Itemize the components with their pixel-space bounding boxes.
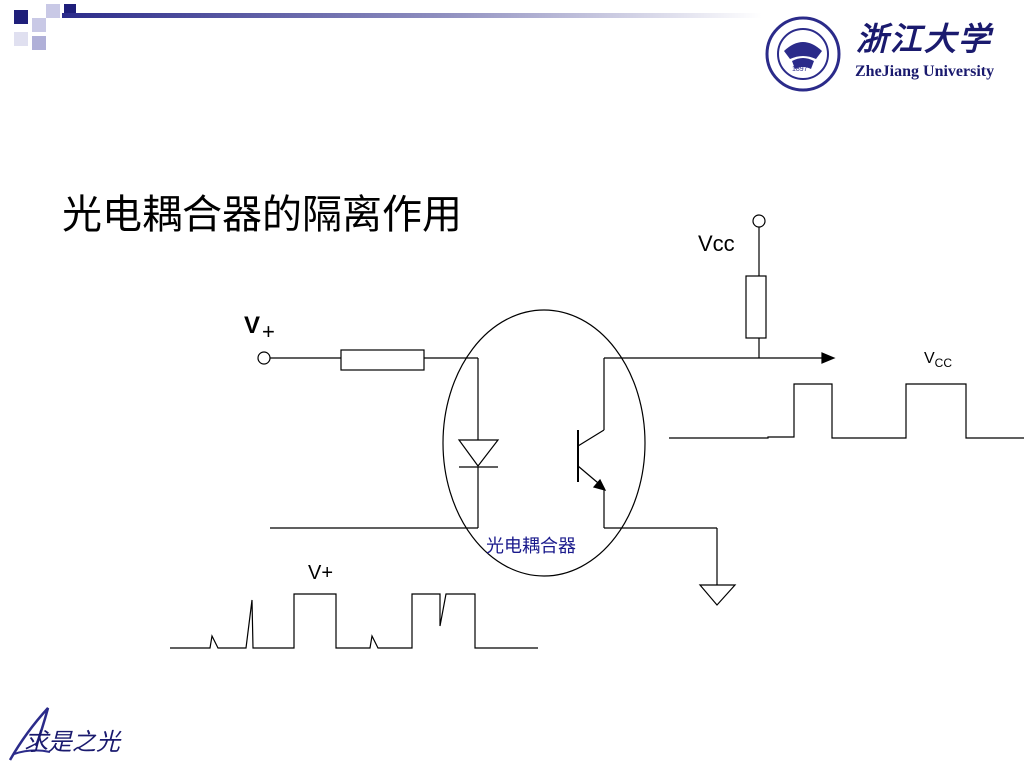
page-title: 光电耦合器的隔离作用 [62,192,462,238]
university-name-cn: 浙江大学 [856,20,993,58]
output-arrow [821,352,836,364]
vplus-label-sub: + [262,319,275,344]
optocoupler-outline [442,309,646,577]
optocoupler-label: 光电耦合器 [486,536,576,557]
output-vcc-label-main: V [924,350,935,367]
header-square-1 [14,10,28,24]
vplus-label: V+ [244,312,275,344]
footer-logo-icon [8,707,51,761]
vcc-label: Vcc [698,231,735,256]
output-waveform [669,383,1024,439]
vcc-terminal [752,214,766,228]
pullup-resistor [745,275,767,339]
led-diode [457,439,500,468]
header-square-5 [14,32,28,46]
input-terminal [257,351,271,365]
header-square-4 [32,36,46,50]
input-wave-label: V+ [308,562,334,584]
university-seal-icon [765,16,841,92]
phototransistor-collector-leg [577,429,605,447]
input-resistor [340,349,425,371]
output-vcc-label: VCC [924,350,953,370]
emitter-arrow [592,478,607,491]
footer-logo-text: 求是之光 [24,728,120,756]
header-square-2 [32,18,46,32]
input-waveform [170,593,538,649]
seal-year: 1897 [792,66,808,73]
header-decoration [14,4,762,50]
header-gradient-bar [62,13,762,18]
university-name-en: ZheJiang University [855,63,995,80]
header-square-3 [46,4,60,18]
vplus-label-main: V [244,312,261,339]
output-vcc-label-sub: CC [934,356,953,370]
ground-symbol [698,584,737,606]
